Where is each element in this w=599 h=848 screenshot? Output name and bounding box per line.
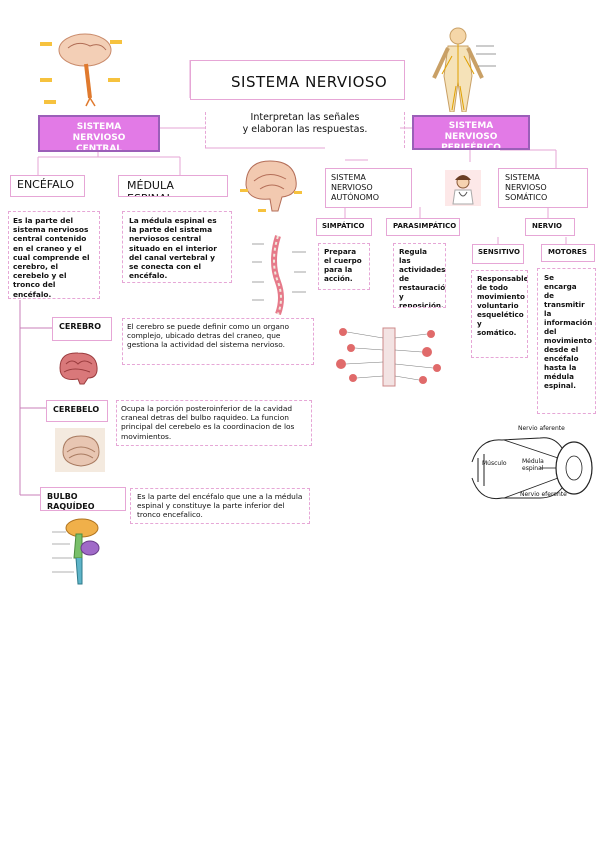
autonomo-box: SISTEMA NERVIOSO AUTÓNOMO — [325, 168, 412, 208]
bulbo-label: BULBO RAQUÍDEO — [47, 492, 95, 511]
encefalo-desc-box: Es la parte del sistema nerviosos centra… — [8, 211, 100, 299]
nervous-body-illustration — [432, 27, 496, 112]
nervio-label: NERVIO — [532, 222, 563, 230]
page-title: SISTEMA NERVIOSO — [231, 73, 388, 91]
cerebelo-label: CEREBELO — [53, 405, 100, 414]
brain-section-illustration — [240, 160, 302, 212]
parasimpatico-desc-box: Regula las actividades de restauración y… — [393, 243, 446, 308]
cerebelo-box: CEREBELO — [46, 400, 108, 422]
peripheral-box: SISTEMA NERVIOSO PERIFÉRICO — [412, 115, 530, 150]
spinal-label: Médula espinal — [522, 458, 544, 472]
afferent-label: Nervio aferente — [518, 425, 565, 432]
efferent-label: Nervio eferente — [520, 491, 567, 498]
medula-desc-box: La médula espinal es la parte del sistem… — [122, 211, 232, 283]
nervio-box: NERVIO — [525, 218, 575, 236]
motores-desc-box: Se encarga de transmitir la información … — [537, 268, 596, 414]
medula-box: MÉDULA ESPINAL — [118, 175, 228, 197]
muscle-label: Músculo — [482, 460, 507, 467]
subtitle-line-1: Interpretan las señales — [250, 112, 360, 123]
cerebro-box: CEREBRO — [52, 317, 112, 341]
sensitivo-desc-box: Responsables de todo movimiento voluntar… — [471, 270, 528, 358]
spine-illustration — [252, 235, 306, 316]
simpatico-desc: Prepara el cuerpo para la acción. — [324, 247, 362, 283]
autonomo-label: SISTEMA NERVIOSO AUTÓNOMO — [331, 173, 379, 202]
title-box: SISTEMA NERVIOSO — [190, 60, 405, 100]
peripheral-label: SISTEMA NERVIOSO PERIFÉRICO — [441, 121, 501, 150]
brain-spine-illustration — [40, 33, 122, 107]
cerebro-desc-box: El cerebro se puede definir como un orga… — [122, 318, 314, 365]
reflex-arc-diagram — [471, 437, 593, 500]
central-label: SISTEMA NERVIOSO CENTRAL — [72, 122, 126, 152]
bulbo-desc-box: Es la parte del encéfalo que une a la mé… — [130, 488, 310, 524]
parasimpatico-desc: Regula las actividades de restauración y… — [399, 247, 446, 308]
motores-box: MOTORES — [541, 244, 595, 262]
encefalo-box: ENCÉFALO — [10, 175, 85, 197]
bulbo-desc: Es la parte del encéfalo que une a la mé… — [137, 492, 303, 520]
motores-label: MOTORES — [548, 248, 587, 256]
brainstem-illustration — [52, 518, 100, 585]
subtitle-box: Interpretan las señales y elaboran las r… — [205, 112, 405, 148]
simpatico-desc-box: Prepara el cuerpo para la acción. — [318, 243, 370, 290]
bulbo-box: BULBO RAQUÍDEO — [40, 487, 126, 511]
simpatico-label: SIMPÁTICO — [322, 222, 365, 230]
sensitivo-desc: Responsables de todo movimiento voluntar… — [477, 274, 528, 337]
parasimpatico-box: PARASIMPÁTICO — [386, 218, 460, 236]
cerebro-desc: El cerebro se puede definir como un orga… — [127, 322, 290, 350]
medula-desc: La médula espinal es la parte del sistem… — [129, 216, 217, 281]
brain-illustration — [59, 352, 98, 385]
somatico-box: SISTEMA NERVIOSO SOMÁTICO — [498, 168, 588, 208]
sensitivo-box: SENSITIVO — [472, 244, 524, 264]
parasimpatico-label: PARASIMPÁTICO — [393, 222, 457, 230]
medula-label: MÉDULA ESPINAL — [127, 179, 174, 196]
sensitivo-label: SENSITIVO — [478, 248, 520, 256]
cerebro-label: CEREBRO — [59, 322, 102, 331]
cerebellum-illustration — [55, 428, 105, 472]
central-box: SISTEMA NERVIOSO CENTRAL — [38, 115, 160, 152]
motores-desc: Se encarga de transmitir la información … — [544, 273, 593, 390]
somatico-label: SISTEMA NERVIOSO SOMÁTICO — [505, 173, 548, 202]
encefalo-label: ENCÉFALO — [17, 178, 75, 191]
simpatico-box: SIMPÁTICO — [316, 218, 372, 236]
doctor-illustration — [445, 170, 481, 206]
subtitle-line-2: y elaboran las respuestas. — [242, 124, 368, 135]
cerebelo-desc-box: Ocupa la porción posteroinferior de la c… — [116, 400, 312, 446]
encefalo-desc: Es la parte del sistema nerviosos centra… — [13, 216, 90, 299]
cerebelo-desc: Ocupa la porción posteroinferior de la c… — [121, 404, 295, 441]
autonomic-chart-illustration — [323, 318, 457, 390]
